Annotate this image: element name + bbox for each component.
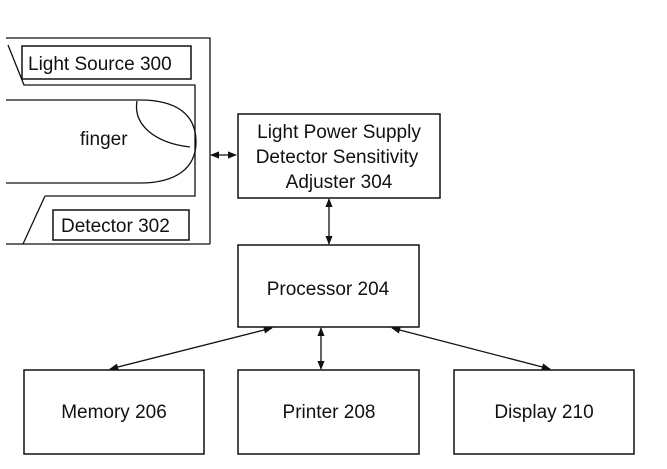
memory-label: Memory 206 xyxy=(61,402,167,423)
sensor-housing-upper-outline xyxy=(6,37,211,244)
adjuster-label-line1: Light Power Supply xyxy=(257,122,421,143)
light-source-box xyxy=(21,45,192,80)
printer-block: Printer 208 xyxy=(237,369,420,455)
detector-label: Detector 302 xyxy=(61,216,170,237)
display-label: Display 210 xyxy=(494,402,593,423)
processor-box xyxy=(237,244,420,328)
sensor-housing: Light Source 300 finger Detector 302 xyxy=(6,37,211,245)
display-box xyxy=(453,369,635,455)
adjuster-label-line2: Detector Sensitivity xyxy=(256,147,419,168)
adjuster-block: Light Power Supply Detector Sensitivity … xyxy=(237,113,441,199)
processor-block: Processor 204 xyxy=(237,244,420,328)
light-source-label: Light Source 300 xyxy=(28,54,172,75)
finger-label: finger xyxy=(80,129,128,150)
finger-nail-curve xyxy=(135,100,191,148)
adjuster-label-line3: Adjuster 304 xyxy=(286,172,393,193)
printer-box xyxy=(237,369,420,455)
adjuster-box xyxy=(237,113,441,199)
detector-box xyxy=(52,209,190,241)
memory-box xyxy=(23,369,205,455)
printer-label: Printer 208 xyxy=(283,402,376,423)
processor-label: Processor 204 xyxy=(267,279,390,300)
processor-display-arrow xyxy=(391,326,551,371)
processor-memory-arrow xyxy=(109,326,273,371)
finger-outline xyxy=(6,99,197,184)
sensor-housing-lower-outline xyxy=(6,195,46,245)
memory-block: Memory 206 xyxy=(23,369,205,455)
detector-jaw-outline xyxy=(45,183,196,197)
display-block: Display 210 xyxy=(453,369,635,455)
